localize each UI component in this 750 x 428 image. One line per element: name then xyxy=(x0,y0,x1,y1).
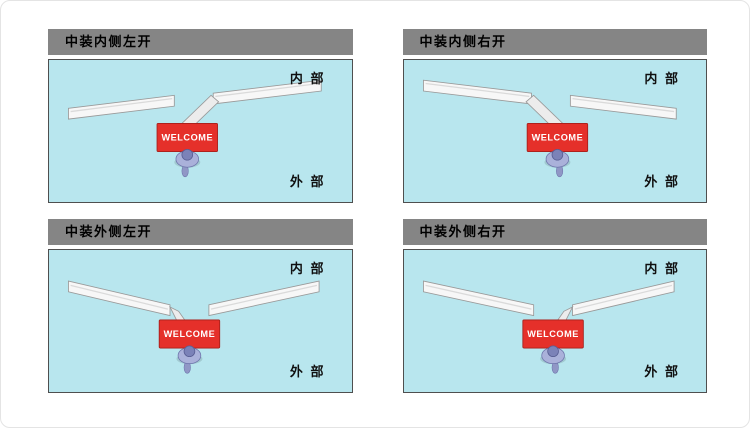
panel-title: 中装内侧左开 xyxy=(48,29,353,55)
door-scene: WELCOME xyxy=(68,280,320,374)
panel-title: 中装内侧右开 xyxy=(402,29,707,55)
interior-label: 内 部 xyxy=(644,261,680,276)
door-leaf-right xyxy=(208,280,320,317)
person-figure xyxy=(543,148,570,178)
door-highlight xyxy=(70,97,173,113)
door-leaf-right xyxy=(422,280,534,317)
welcome-mat-text: WELCOME xyxy=(527,329,579,339)
panel-outer-right: 中装外侧右开 内 部 外 部 WELCOME xyxy=(402,219,707,395)
panel-outer-left: 中装外侧左开 内 部 外 部 WELCOME xyxy=(48,219,353,395)
welcome-mat-text: WELCOME xyxy=(531,133,583,143)
door-highlight xyxy=(425,82,529,98)
welcome-mat-text: WELCOME xyxy=(164,329,216,339)
door-plan-drawing: WELCOME xyxy=(422,280,675,374)
door-leaf-left xyxy=(68,280,171,317)
panel-inner-left: 中装内侧左开 内 部 外 部 WELCOME xyxy=(48,29,353,205)
panel-inner-right: 中装内侧右开 内 部 外 部 WELCOME xyxy=(402,29,707,205)
door-highlight xyxy=(70,284,168,310)
door-plan-drawing: WELCOME xyxy=(422,79,677,178)
door-scene: WELCOME xyxy=(422,79,677,178)
person-figure xyxy=(174,148,201,178)
door-leaf-left xyxy=(68,94,175,120)
door-plan-drawing: WELCOME xyxy=(68,280,320,374)
door-leaf-left xyxy=(569,94,677,120)
door-highlight xyxy=(571,97,674,113)
exterior-label: 外 部 xyxy=(289,364,326,379)
door-highlight xyxy=(424,284,532,310)
welcome-mat-text: WELCOME xyxy=(161,133,213,143)
interior-label: 内 部 xyxy=(289,71,326,86)
panel-title: 中装外侧左开 xyxy=(48,219,353,245)
door-diagram: 内 部 外 部 WELCOME xyxy=(48,249,353,393)
door-scene: WELCOME xyxy=(68,79,322,178)
door-highlight xyxy=(574,284,672,310)
door-diagram: 内 部 外 部 WELCOME xyxy=(402,249,707,393)
door-scene: WELCOME xyxy=(422,280,675,374)
door-leaf-right xyxy=(422,79,532,105)
door-highlight xyxy=(215,82,320,98)
interior-label: 内 部 xyxy=(289,261,326,276)
door-highlight xyxy=(210,284,318,310)
panel-title: 中装外侧右开 xyxy=(402,219,707,245)
door-diagram: 内 部 外 部 WELCOME xyxy=(48,59,353,203)
door-diagram: 内 部 外 部 WELCOME xyxy=(402,59,707,203)
interior-label: 内 部 xyxy=(644,71,680,86)
exterior-label: 外 部 xyxy=(644,364,680,379)
person-figure xyxy=(539,345,566,374)
door-leaf-left xyxy=(571,280,675,317)
exterior-label: 外 部 xyxy=(644,174,680,189)
door-plan-drawing: WELCOME xyxy=(68,79,322,178)
person-figure xyxy=(176,345,203,374)
exterior-label: 外 部 xyxy=(289,174,326,189)
